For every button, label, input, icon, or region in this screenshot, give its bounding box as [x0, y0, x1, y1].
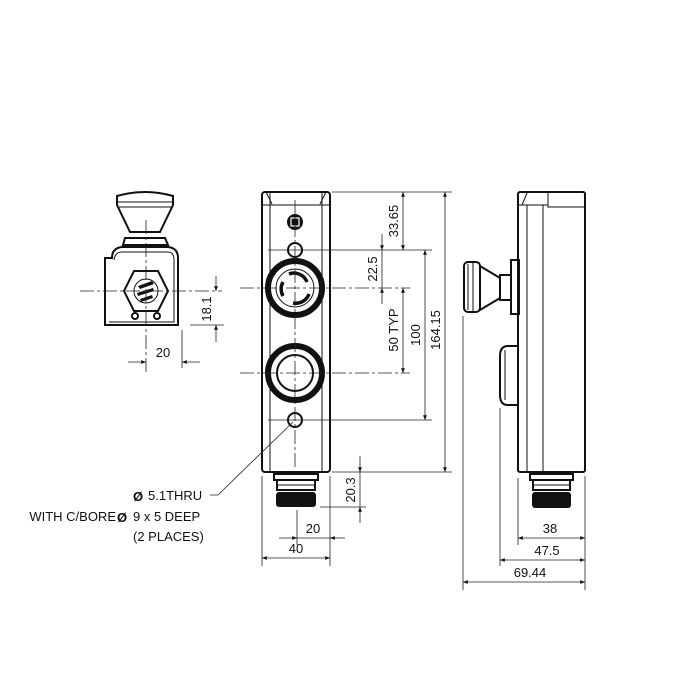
dim-18-1: 18.1	[199, 296, 214, 321]
side-view: 38 47.5 69.44	[462, 191, 586, 590]
pushbutton-side	[499, 345, 518, 406]
dim-164-15: 164.15	[428, 310, 443, 350]
callout-line3: (2 PLACES)	[133, 529, 204, 544]
diameter-symbol: Ø	[133, 489, 143, 504]
callout-leader	[210, 421, 294, 496]
hole-callout: Ø 5.1THRU WITH C/BORE Ø 9 x 5 DEEP (2 PL…	[29, 488, 203, 544]
mushroom-button	[116, 191, 174, 233]
dim-50-typ: 50 TYP	[386, 308, 401, 351]
housing	[104, 246, 179, 326]
mushroom-button-side	[463, 259, 520, 315]
dim-38: 38	[543, 521, 557, 536]
dim-33-65: 33.65	[386, 205, 401, 238]
dim-69-44: 69.44	[514, 565, 547, 580]
bottom-connector-side	[529, 473, 574, 508]
callout-line2: 9 x 5 DEEP	[133, 509, 200, 524]
dim-20-3: 20.3	[343, 477, 358, 502]
housing-side	[517, 191, 586, 473]
callout-line1: 5.1THRU	[148, 488, 202, 503]
dim-40: 40	[289, 541, 303, 556]
left-view: 18.1 20	[80, 191, 224, 372]
bottom-connector	[273, 473, 319, 507]
callout-line2-prefix: WITH C/BORE	[29, 509, 116, 524]
dim-47-5: 47.5	[534, 543, 559, 558]
dim-100: 100	[408, 324, 423, 346]
front-view: 33.65 22.5 50 TYP 100 164.15 20.3 20	[29, 191, 452, 566]
m12-connector	[122, 270, 170, 312]
diameter-symbol: Ø	[117, 510, 127, 525]
dim-22-5: 22.5	[365, 256, 380, 281]
dim-20-front: 20	[306, 521, 320, 536]
dim-20-left: 20	[156, 345, 170, 360]
housing-front	[261, 191, 331, 473]
